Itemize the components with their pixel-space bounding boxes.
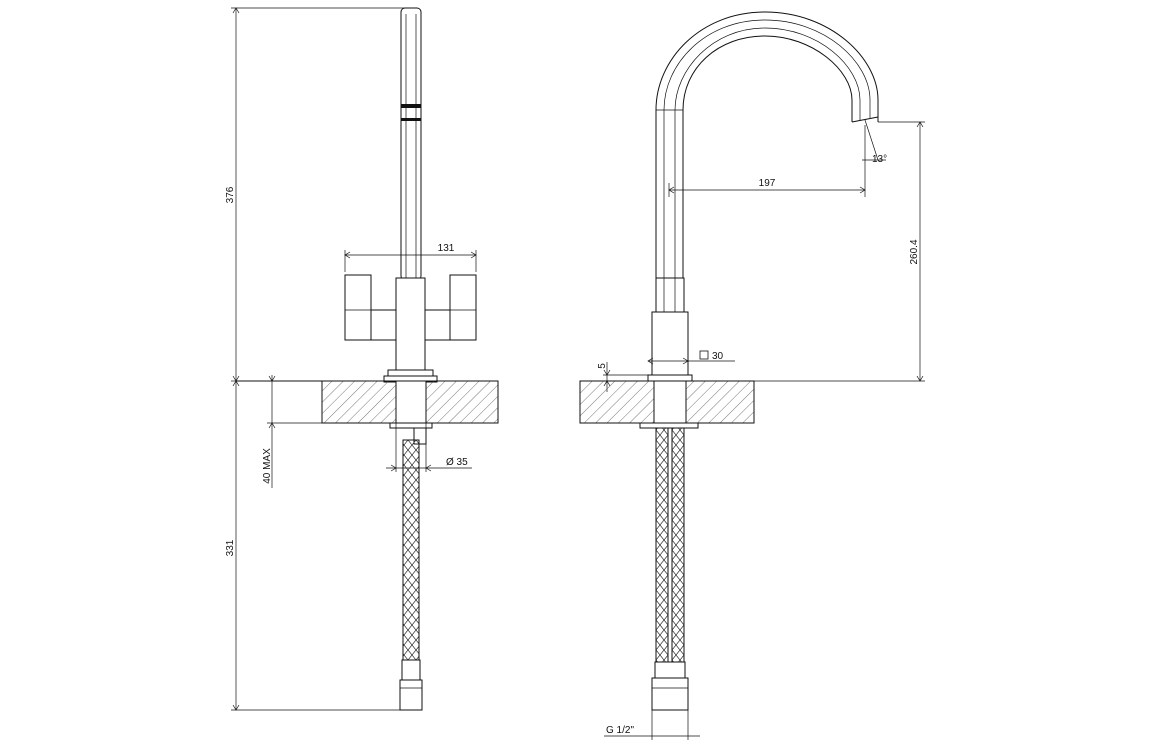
- dim-connection-thread: G 1/2": [604, 710, 700, 740]
- dim-spout-reach: 197: [668, 125, 866, 197]
- spout-stem: [400, 7, 422, 281]
- dim-label-40max: 40 MAX: [262, 448, 273, 484]
- deck-right: [579, 380, 755, 429]
- dim-handle-span: 131: [344, 243, 477, 272]
- dim-label-5: 5: [597, 363, 608, 369]
- braided-hoses-right: [651, 427, 689, 711]
- dim-label-197: 197: [759, 178, 776, 189]
- dim-hole-diameter: Ø 35: [386, 423, 472, 472]
- dim-deck-thickness: 40 MAX: [262, 375, 322, 488]
- dim-spout-angle: 13°: [862, 119, 887, 165]
- left-view: 376 131: [225, 7, 499, 711]
- gooseneck-spout: [655, 11, 879, 280]
- dim-hose-length: 331: [225, 380, 400, 711]
- deck-left: [236, 380, 499, 445]
- dim-label-g-half: G 1/2": [606, 725, 634, 736]
- dim-label-376: 376: [225, 186, 236, 203]
- right-view: 13° 197 260.4: [579, 11, 925, 740]
- dim-label-35: Ø 35: [446, 457, 468, 468]
- dim-label-30: 30: [712, 351, 724, 362]
- dim-base: 5 30: [597, 350, 735, 392]
- dim-label-260-4: 260.4: [909, 239, 920, 264]
- mixer-body: [344, 274, 477, 383]
- dim-label-331: 331: [225, 539, 236, 556]
- dim-label-131: 131: [438, 243, 455, 254]
- braided-hose-left: [399, 439, 423, 711]
- dim-label-13deg: 13°: [872, 154, 887, 165]
- mixer-body-front: [647, 277, 693, 382]
- dim-outlet-height: 260.4: [683, 121, 925, 382]
- square-symbol-icon: [699, 350, 709, 360]
